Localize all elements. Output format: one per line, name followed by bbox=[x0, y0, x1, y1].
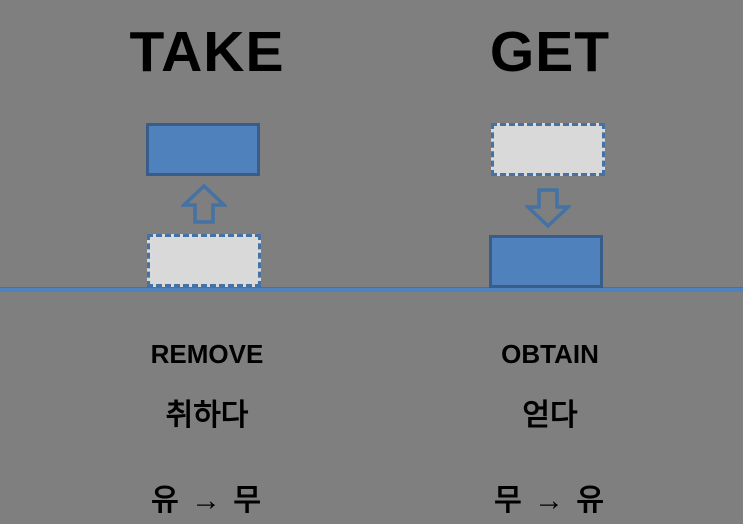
take-dashed-box bbox=[147, 234, 261, 287]
down-arrow-icon bbox=[525, 188, 571, 229]
take-title: TAKE bbox=[129, 20, 285, 84]
take-solid-box bbox=[146, 123, 260, 176]
take-korean-label: 취하다 bbox=[165, 399, 249, 432]
get-meaning-label: OBTAIN bbox=[501, 339, 599, 369]
take-meaning-label: REMOVE bbox=[150, 339, 264, 369]
take-transition-label: 유 → 무 bbox=[151, 484, 263, 517]
get-korean-label: 얻다 bbox=[522, 399, 578, 432]
ground-line bbox=[0, 287, 743, 292]
get-dashed-box bbox=[491, 123, 605, 176]
get-solid-box bbox=[489, 235, 603, 288]
up-arrow-icon bbox=[181, 183, 227, 224]
get-transition-label: 무 → 유 bbox=[494, 484, 606, 517]
get-title: GET bbox=[489, 20, 611, 84]
